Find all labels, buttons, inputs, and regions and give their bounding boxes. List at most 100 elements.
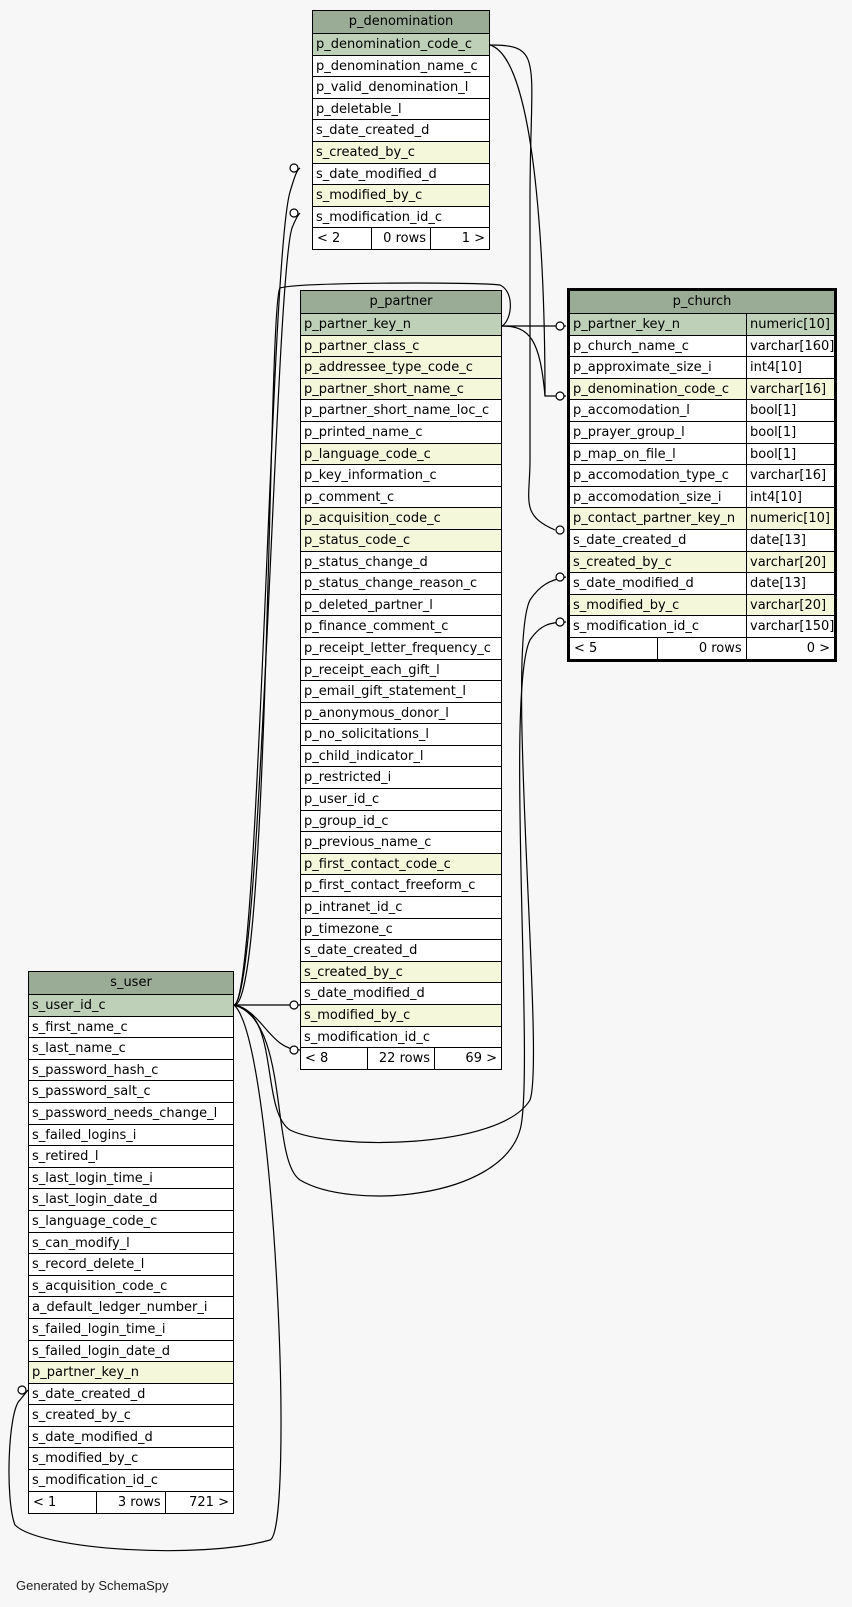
table-row[interactable]: p_partner_short_name_c: [301, 378, 501, 401]
table-row[interactable]: s_password_needs_change_l: [29, 1103, 233, 1125]
table-row[interactable]: s_can_modify_l: [29, 1233, 233, 1255]
table-row[interactable]: s_last_login_date_d: [29, 1189, 233, 1211]
table-row[interactable]: p_timezone_c: [301, 919, 501, 941]
table-row[interactable]: p_intranet_id_c: [301, 897, 501, 919]
table-row[interactable]: p_partner_key_n: [29, 1362, 233, 1384]
table-row[interactable]: s_date_modified_d: [29, 1427, 233, 1449]
table-row[interactable]: s_modified_by_c: [29, 1448, 233, 1471]
row-count[interactable]: 22 rows: [367, 1048, 434, 1070]
children-count[interactable]: 0 >: [745, 637, 834, 659]
table-row[interactable]: p_key_information_c: [301, 465, 501, 487]
table-row[interactable]: p_status_change_d: [301, 552, 501, 574]
table-row[interactable]: p_previous_name_c: [301, 832, 501, 854]
table-row[interactable]: p_deleted_partner_l: [301, 595, 501, 617]
table-row[interactable]: s_created_by_c: [313, 141, 489, 164]
table-row[interactable]: p_finance_comment_c: [301, 616, 501, 638]
table-row[interactable]: p_group_id_c: [301, 811, 501, 833]
row-count[interactable]: 0 rows: [371, 228, 430, 250]
table-row[interactable]: p_comment_c: [301, 487, 501, 509]
table-row[interactable]: s_created_by_c: [29, 1405, 233, 1427]
table-row[interactable]: p_status_change_reason_c: [301, 573, 501, 595]
children-count[interactable]: 721 >: [164, 1491, 233, 1513]
table-row[interactable]: s_last_name_c: [29, 1038, 233, 1060]
table-row[interactable]: p_valid_denomination_l: [313, 77, 489, 99]
children-count[interactable]: 1 >: [430, 228, 489, 250]
parents-count[interactable]: < 5: [574, 640, 598, 656]
table-row[interactable]: s_modified_by_c: [313, 185, 489, 207]
table-row[interactable]: p_first_contact_code_c: [301, 853, 501, 876]
table-row[interactable]: s_date_created_d: [301, 940, 501, 962]
table-row[interactable]: s_modified_by_c: [301, 1005, 501, 1027]
table-row[interactable]: p_partner_class_c: [301, 335, 501, 358]
table-row[interactable]: s_user_id_c: [29, 995, 233, 1017]
row-count[interactable]: 3 rows: [96, 1491, 164, 1513]
table-row[interactable]: p_denomination_code_c: [313, 34, 489, 56]
table-row[interactable]: s_date_modified_d: [301, 983, 501, 1005]
table-row[interactable]: p_restricted_i: [301, 767, 501, 790]
table-row[interactable]: p_language_code_c: [301, 443, 501, 466]
table-row[interactable]: p_printed_name_c: [301, 422, 501, 444]
table-row[interactable]: s_password_salt_c: [29, 1081, 233, 1103]
table-row[interactable]: s_record_delete_l: [29, 1254, 233, 1276]
table-row[interactable]: p_receipt_letter_frequency_c: [301, 638, 501, 660]
table-row[interactable]: p_receipt_each_gift_l: [301, 660, 501, 682]
table-header[interactable]: p_denomination: [313, 11, 489, 34]
table-row[interactable]: s_created_by_c: [301, 961, 501, 984]
table-row[interactable]: s_date_modified_d: [313, 164, 489, 186]
table-row[interactable]: p_partner_key_n: [301, 314, 501, 336]
table-row[interactable]: s_acquisition_code_c: [29, 1276, 233, 1298]
table-row[interactable]: s_modification_id_c: [301, 1027, 501, 1049]
table-row[interactable]: s_last_login_time_i: [29, 1168, 233, 1190]
table-header[interactable]: p_church: [570, 291, 834, 314]
table-row[interactable]: s_language_code_c: [29, 1211, 233, 1233]
table-header[interactable]: s_user: [29, 972, 233, 995]
table-row[interactable]: p_first_contact_freeform_c: [301, 875, 501, 898]
parents-count[interactable]: < 8: [305, 1051, 329, 1067]
table-row[interactable]: p_acquisition_code_c: [301, 508, 501, 530]
table-row[interactable]: p_addressee_type_code_c: [301, 357, 501, 379]
table-row[interactable]: p_denomination_name_c: [313, 56, 489, 78]
table-row[interactable]: p_partner_short_name_loc_c: [301, 400, 501, 422]
table-row[interactable]: p_deletable_l: [313, 99, 489, 121]
table-row[interactable]: s_failed_logins_i: [29, 1125, 233, 1147]
table-header[interactable]: p_partner: [301, 291, 501, 314]
table-row[interactable]: p_anonymous_donor_l: [301, 703, 501, 725]
table-row[interactable]: s_date_created_d: [313, 120, 489, 142]
table-row[interactable]: s_password_hash_c: [29, 1060, 233, 1082]
table-row[interactable]: p_child_indicator_l: [301, 746, 501, 768]
parents-count[interactable]: < 1: [33, 1494, 57, 1510]
table-row[interactable]: s_retired_l: [29, 1146, 233, 1168]
table-row[interactable]: p_no_solicitations_l: [301, 724, 501, 746]
table-row[interactable]: p_email_gift_statement_l: [301, 681, 501, 703]
table-row[interactable]: a_default_ledger_number_i: [29, 1297, 233, 1319]
parents-count[interactable]: < 2: [317, 231, 341, 247]
table-row[interactable]: s_date_created_d: [29, 1384, 233, 1406]
table-row[interactable]: s_failed_login_time_i: [29, 1319, 233, 1341]
table-row[interactable]: s_modification_id_c: [29, 1470, 233, 1492]
table-row[interactable]: s_first_name_c: [29, 1017, 233, 1039]
row-count[interactable]: 0 rows: [657, 637, 745, 659]
table-row[interactable]: s_modification_id_c: [313, 207, 489, 229]
children-count[interactable]: 69 >: [434, 1048, 501, 1070]
table-row[interactable]: p_user_id_c: [301, 789, 501, 811]
table-row[interactable]: p_status_code_c: [301, 529, 501, 552]
